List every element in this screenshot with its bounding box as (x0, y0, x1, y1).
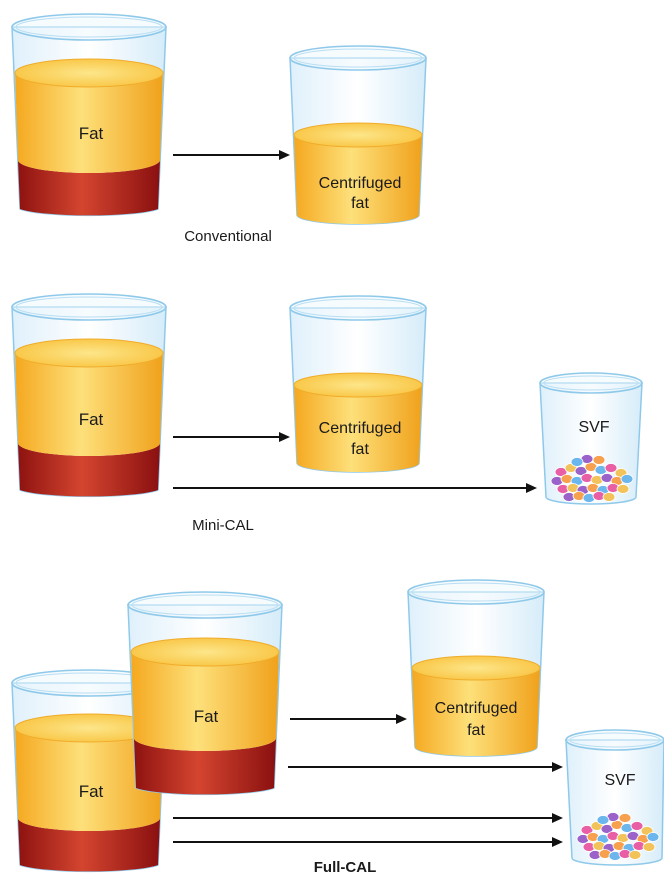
svf-cells (576, 812, 660, 861)
arrowhead (552, 762, 563, 772)
row-full-cal: Fat Fat Centrifuged fat (11, 579, 664, 876)
svf-beaker (565, 729, 664, 866)
centrifuged-beaker (289, 45, 427, 225)
svf-beaker (539, 372, 643, 505)
svf-cell (592, 455, 606, 465)
centrifuged-label-line2: fat (467, 722, 485, 739)
centrifuged-beaker (407, 579, 545, 757)
svf-label: SVF (604, 772, 635, 789)
svf-cell (630, 821, 644, 831)
arrowhead (279, 432, 290, 442)
centrifuged-label-line1: Centrifuged (435, 700, 518, 717)
svf-cell (620, 474, 634, 484)
fat-label: Fat (79, 124, 104, 143)
svf-cell (600, 824, 614, 834)
svf-cell (618, 813, 632, 823)
fat-label: Fat (79, 410, 104, 429)
svf-label: SVF (578, 419, 609, 436)
fat-beaker-back (127, 591, 283, 796)
fat-beaker-front (11, 669, 167, 873)
row-conventional: Fat Centrifuged fat Conventional (11, 13, 427, 245)
svf-cell (602, 492, 616, 502)
arrowhead (396, 714, 407, 724)
svf-cell (596, 815, 610, 825)
arrowhead (552, 813, 563, 823)
arrowhead (552, 837, 563, 847)
centrifuged-label-line2: fat (351, 441, 369, 458)
fat-beaker (11, 293, 167, 498)
centrifuged-label-line2: fat (351, 195, 369, 212)
svf-cell (574, 466, 588, 476)
svf-cell (580, 825, 594, 835)
svf-cell (616, 484, 630, 494)
arrowhead (526, 483, 537, 493)
centrifuged-label-line1: Centrifuged (319, 420, 402, 437)
svf-cell (570, 457, 584, 467)
svf-cells (550, 454, 634, 503)
svf-cell (646, 832, 660, 842)
row-mini-cal: Fat Centrifuged fat SVF Mini-CAL (11, 293, 643, 534)
row-label-mini-cal: Mini-CAL (192, 517, 254, 534)
svf-cell (554, 467, 568, 477)
arrowhead (279, 150, 290, 160)
row-label-conventional: Conventional (184, 228, 272, 245)
centrifuged-label-line1: Centrifuged (319, 175, 402, 192)
row-label-full-cal: Full-CAL (314, 859, 376, 876)
fat-beaker (11, 13, 167, 217)
svf-cell (642, 842, 656, 852)
centrifuged-beaker (289, 295, 427, 473)
svf-cell (604, 463, 618, 473)
fat-label: Fat (79, 782, 104, 801)
fat-label: Fat (194, 707, 219, 726)
svf-cell (628, 850, 642, 860)
